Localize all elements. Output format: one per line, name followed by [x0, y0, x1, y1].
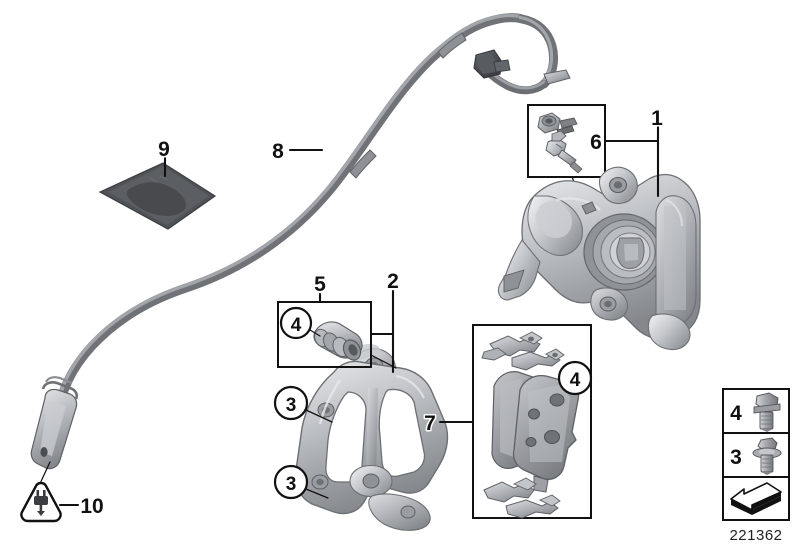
electrical-plug-icon [34, 490, 48, 516]
hex-flange-bolt-icon [753, 392, 781, 432]
callout-5-label: 5 [314, 273, 326, 296]
circled-callout-4-bushing-label: 4 [291, 315, 302, 336]
direction-arrow-icon [730, 482, 782, 515]
callout-10-label: 10 [80, 495, 103, 518]
pad-retaining-clip-upper [481, 331, 565, 371]
brake-hose-part [30, 13, 571, 470]
circled-callout-3-lower: 3 [273, 464, 309, 500]
brake-pad-box [472, 324, 592, 519]
legend-box: 4 3 [722, 388, 790, 521]
callout-8-label: 8 [272, 140, 284, 163]
circled-callouts: 3 3 4 4 [273, 306, 593, 500]
bleeder-screw-icon [545, 130, 583, 174]
plain-callouts: 1 6 8 9 10 2 5 7 [79, 106, 665, 520]
circled-callout-4-bushing: 4 [279, 306, 313, 340]
callout-7-label: 7 [424, 412, 436, 435]
caliper-piston-bore [583, 213, 665, 291]
bleeder-cap-icon [537, 112, 578, 136]
callout-1-label: 1 [651, 107, 663, 130]
guide-bushing-icon [313, 321, 363, 361]
callout-leader-lines [37, 125, 660, 507]
washer-bolt-icon [752, 437, 782, 475]
circled-callout-3-lower-label: 3 [286, 474, 297, 495]
brake-caliper-part [497, 166, 701, 351]
hose-end-fitting [543, 69, 571, 85]
warning-symbol-connector [20, 481, 62, 523]
callout-2-label: 2 [387, 270, 399, 293]
legend-item-3-label: 3 [730, 446, 742, 469]
circled-callout-4-pads-label: 4 [570, 370, 581, 391]
hose-ferrule [349, 32, 467, 179]
callout-9-label: 9 [158, 138, 170, 161]
guide-bushing-box [277, 301, 397, 369]
diagram-part-number: 221362 [729, 527, 782, 544]
circled-callout-3-upper-label: 3 [286, 395, 297, 416]
callout-6-label: 6 [590, 131, 602, 154]
caliper-carrier-part [294, 344, 449, 531]
rubber-cover-part [98, 162, 217, 230]
pad-retaining-clip-lower [483, 477, 561, 519]
circled-callout-4-pads: 4 [557, 360, 593, 396]
hose-bracket-clip [473, 49, 511, 79]
hose-lower-connector [30, 376, 79, 470]
circled-callout-3-upper: 3 [273, 385, 309, 421]
legend-item-4-label: 4 [730, 402, 742, 425]
